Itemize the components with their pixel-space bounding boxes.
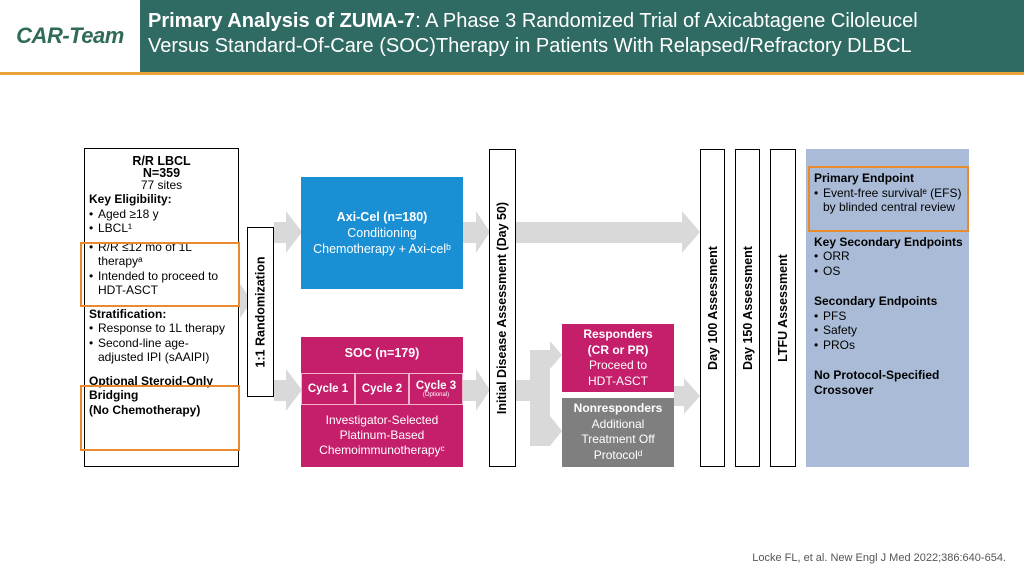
list-item: Safety [814, 323, 963, 338]
soc-cycle-1: Cycle 1 [301, 373, 355, 405]
secondary-list: PFS Safety PROs [814, 309, 963, 353]
soc-box: SOC (n=179) Cycle 1 Cycle 2 Cycle 3(Opti… [301, 337, 463, 467]
arrow-axicel-to-assessment [463, 211, 490, 253]
title-bold: Primary Analysis of ZUMA-7 [148, 10, 416, 32]
stratification-title: Stratification: [89, 306, 167, 321]
soc-cycle-1-label: Cycle 1 [307, 383, 349, 395]
list-item: PROs [814, 338, 963, 353]
list-item: Aged ≥18 y [89, 207, 234, 222]
initial-assessment-label: Initial Disease Assessment (Day 50) [495, 201, 510, 415]
soc-line-3: Chemoimmunotherapyᶜ [319, 443, 445, 457]
arrow-responders-to-day100 [674, 378, 700, 414]
nonresponders-box: Nonresponders Additional Treatment Off P… [562, 398, 674, 467]
secondary-title: Secondary Endpoints [814, 294, 938, 308]
list-item: Second-line age-adjusted IPI (sAAIPI) [89, 336, 234, 365]
arrow-randomization-to-axicel [274, 211, 302, 253]
soc-cycle-2: Cycle 2 [355, 373, 409, 405]
title-line-1: Primary Analysis of ZUMA-7: A Phase 3 Ra… [148, 9, 1024, 34]
population-title: R/R LBCL [132, 154, 191, 168]
axicel-line-1: Conditioning [347, 226, 417, 240]
arrow-assessment-to-day100 [516, 211, 700, 253]
axicel-box: Axi-Cel (n=180) Conditioning Chemotherap… [301, 177, 463, 289]
list-item: Event-free survivalᵉ (EFS) by blinded ce… [814, 186, 963, 215]
soc-cycle-3: Cycle 3(Optional) [409, 373, 463, 405]
randomization-label: 1:1 Randomization [253, 256, 268, 368]
axicel-line-2: Chemotherapy + Axi-celᵇ [313, 242, 451, 256]
list-item: LBCL¹ [89, 221, 234, 236]
header-divider [0, 72, 1024, 75]
soc-cycle-2-label: Cycle 2 [361, 383, 403, 395]
arrow-eligibility-to-randomization [238, 284, 252, 318]
responders-line-2: (CR or PR) [587, 342, 649, 357]
primary-endpoint-highlight-frame [808, 166, 969, 232]
day150-box: Day 150 Assessment [735, 149, 760, 467]
key-secondary-list: ORR OS [814, 249, 963, 278]
crossover-line-2: Crossover [814, 382, 874, 397]
nonresponders-line-2: Additional [591, 416, 645, 431]
day150-label: Day 150 Assessment [740, 246, 755, 370]
slide-header: Primary Analysis of ZUMA-7: A Phase 3 Ra… [140, 0, 1024, 72]
eligibility-box: R/R LBCL N=359 77 sites Key Eligibility:… [84, 148, 239, 467]
list-item: Intended to proceed to HDT-ASCT [89, 269, 234, 298]
population-sites: 77 sites [140, 178, 183, 192]
branch-vertical [530, 350, 550, 446]
arrow-soc-to-assessment [463, 369, 490, 411]
day100-box: Day 100 Assessment [700, 149, 725, 467]
arrow-randomization-to-soc [274, 369, 302, 411]
axicel-title: Axi-Cel (n=180) [336, 210, 428, 224]
responders-line-3: Proceed to [588, 358, 648, 372]
citation: Locke FL, et al. New Engl J Med 2022;386… [752, 552, 1006, 564]
day100-label: Day 100 Assessment [705, 246, 720, 370]
ltfu-box: LTFU Assessment [770, 149, 796, 467]
arrow-to-nonresponders [545, 416, 562, 446]
logo: CAR-Team [0, 0, 140, 72]
bridging-line-1: Optional Steroid-Only [89, 373, 214, 388]
soc-cycle-3-note: (Optional) [422, 392, 450, 398]
responders-line-1: Responders [583, 327, 653, 341]
population-n: N=359 [142, 166, 181, 180]
title-rest: : A Phase 3 Randomized Trial of Axicabta… [415, 10, 918, 32]
nonresponders-line-1: Nonresponders [573, 401, 663, 415]
responders-line-4: HDT-ASCT [588, 373, 648, 388]
list-item: Response to 1L therapy [89, 321, 234, 336]
key-eligibility-list: Aged ≥18 y LBCL¹ [89, 207, 234, 236]
randomization-box: 1:1 Randomization [247, 227, 274, 397]
bridging-line-2: Bridging [89, 388, 139, 402]
stratification-list: Response to 1L therapy Second-line age-a… [89, 321, 234, 365]
ltfu-label: LTFU Assessment [776, 254, 791, 362]
key-eligibility-title: Key Eligibility: [89, 192, 172, 206]
endpoints-panel: Primary Endpoint Event-free survivalᵉ (E… [806, 149, 969, 467]
soc-line-2: Platinum-Based [339, 428, 425, 442]
list-item: ORR [814, 249, 963, 264]
logo-text: CAR-Team [16, 23, 124, 48]
crossover-line-1: No Protocol-Specified [814, 368, 940, 382]
initial-assessment-box: Initial Disease Assessment (Day 50) [489, 149, 516, 467]
soc-title: SOC (n=179) [344, 346, 420, 360]
responders-box: Responders (CR or PR) Proceed to HDT-ASC… [562, 324, 674, 392]
key-secondary-title: Key Secondary Endpoints [814, 234, 963, 249]
primary-endpoint-title: Primary Endpoint [814, 171, 915, 185]
eligibility-highlight-frame [80, 242, 240, 307]
primary-endpoint-list: Event-free survivalᵉ (EFS) by blinded ce… [814, 186, 963, 215]
nonresponders-line-4: Protocolᵈ [593, 447, 643, 462]
bridging-line-3: (No Chemotherapy) [89, 402, 201, 417]
soc-description: Investigator-Selected Platinum-Based Che… [301, 413, 463, 458]
soc-line-1: Investigator-Selected [325, 413, 439, 427]
soc-cycle-3-label: Cycle 3 [415, 380, 457, 392]
title-line-2: Versus Standard-Of-Care (SOC)Therapy in … [148, 35, 912, 57]
list-item: OS [814, 264, 963, 279]
list-item: PFS [814, 309, 963, 324]
bridging-highlight-frame [80, 385, 240, 451]
arrow-to-responders [545, 341, 562, 369]
nonresponders-line-3: Treatment Off [581, 432, 655, 446]
